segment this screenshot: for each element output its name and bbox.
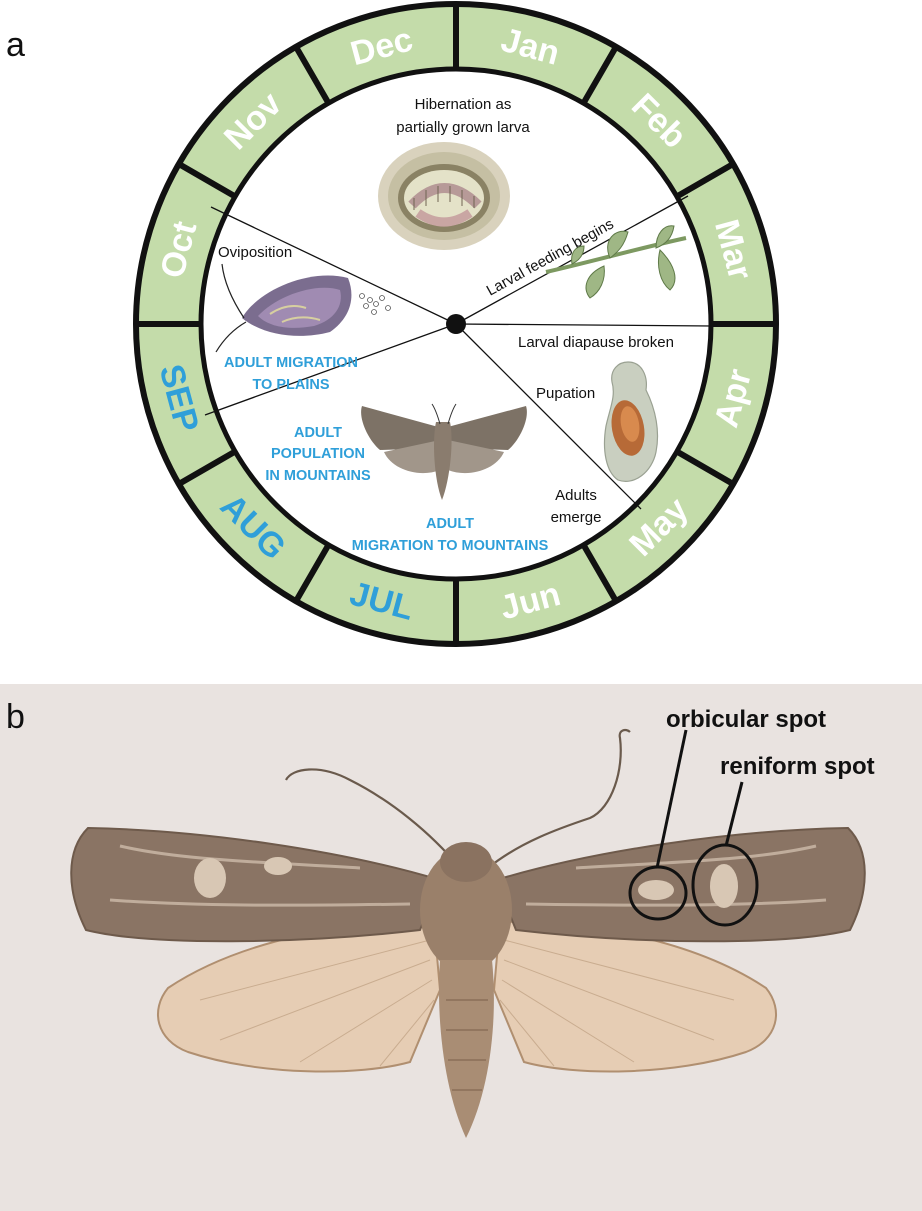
- mountain-population-label-1: ADULT: [294, 425, 342, 441]
- diapause-broken-label: Larval diapause broken: [518, 334, 674, 351]
- adults-emerge-label-2: emerge: [551, 509, 602, 526]
- mountain-population-label-3: IN MOUNTAINS: [265, 468, 371, 484]
- hibernation-label-2: partially grown larva: [396, 119, 530, 136]
- reniform-spot-label: reniform spot: [720, 753, 875, 780]
- migration-mountains-label-2: MIGRATION TO MOUNTAINS: [352, 538, 549, 554]
- adults-emerge-label-1: Adults: [555, 487, 597, 504]
- dial-center-dot: [446, 314, 466, 334]
- orbicular-spot-label: orbicular spot: [666, 706, 826, 733]
- mountain-population-label-2: POPULATION: [271, 446, 365, 462]
- pupation-label: Pupation: [536, 385, 595, 402]
- oviposition-label: Oviposition: [218, 244, 292, 261]
- larva-icon: [378, 142, 510, 250]
- migration-plains-label-2: TO PLAINS: [252, 377, 329, 393]
- hibernation-label-1: Hibernation as: [415, 96, 512, 113]
- panel-a-letter: a: [6, 26, 25, 64]
- migration-mountains-label-1: ADULT: [426, 516, 474, 532]
- panel-b-letter: b: [6, 698, 25, 736]
- migration-plains-label-1: ADULT MIGRATION: [224, 355, 358, 371]
